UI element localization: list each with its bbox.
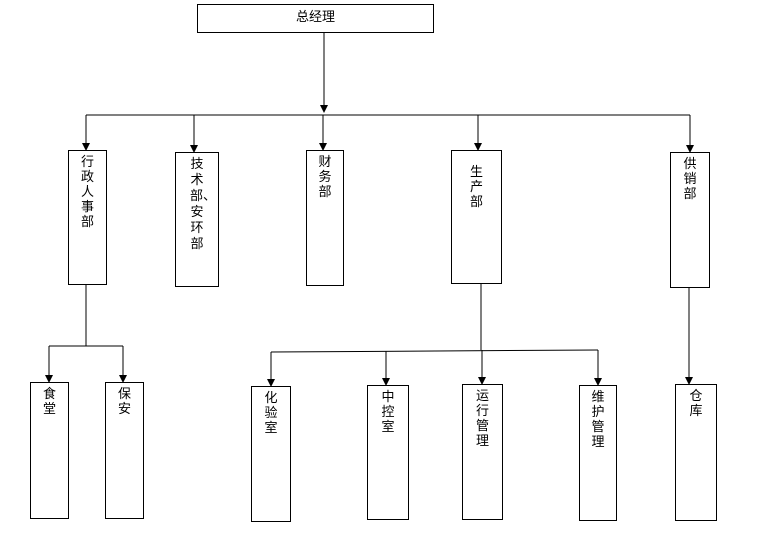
admin-department-box: 行政人事部	[68, 150, 107, 285]
tech-department-box: 技术部、安环部	[175, 152, 219, 287]
security-box: 保安	[105, 382, 144, 519]
admin-department-label: 行政人事部	[80, 155, 94, 230]
supply-department-label: 供销部	[683, 157, 697, 202]
warehouse-box: 仓库	[675, 384, 717, 521]
warehouse-label: 仓库	[689, 389, 703, 419]
tech-department-label: 技术部、安环部	[190, 157, 217, 252]
finance-department-label: 财务部	[318, 155, 332, 200]
operations-label: 运行管理	[475, 389, 489, 449]
canteen-box: 食堂	[30, 382, 69, 519]
lab-label: 化验室	[264, 391, 278, 436]
finance-department-box: 财务部	[306, 150, 344, 286]
maintenance-label: 维护管理	[591, 390, 605, 450]
maintenance-box: 维护管理	[579, 385, 617, 521]
canteen-label: 食堂	[42, 387, 56, 417]
security-label: 保安	[117, 387, 131, 417]
lab-box: 化验室	[251, 386, 291, 522]
operations-box: 运行管理	[462, 384, 503, 520]
production-department-box: 生产部	[451, 150, 502, 284]
supply-department-box: 供销部	[670, 152, 710, 288]
ceo-box: 总经理	[197, 4, 434, 33]
production-child-bus	[270, 349, 599, 353]
control-room-label: 中控室	[381, 390, 395, 435]
control-room-box: 中控室	[367, 385, 409, 520]
ceo-label: 总经理	[295, 10, 335, 25]
production-department-label: 生产部	[469, 165, 483, 210]
